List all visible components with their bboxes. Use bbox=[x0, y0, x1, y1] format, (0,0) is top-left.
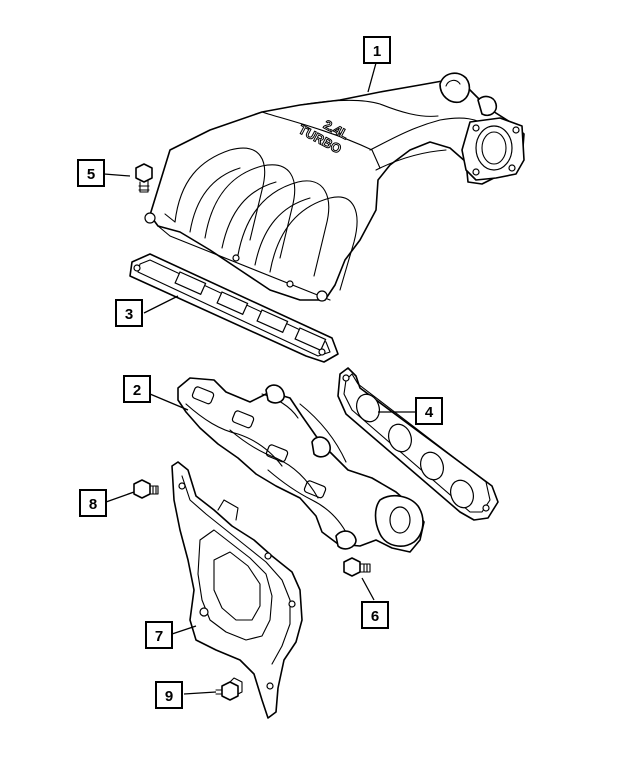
callout-7-label: 7 bbox=[155, 628, 163, 645]
bolt-5 bbox=[135, 163, 153, 193]
bolt-9 bbox=[215, 677, 243, 701]
callout-8: 8 bbox=[79, 489, 107, 517]
callout-1-label: 1 bbox=[373, 43, 381, 60]
leader-lines bbox=[103, 62, 416, 695]
callout-5-label: 5 bbox=[87, 166, 95, 183]
callout-6-label: 6 bbox=[371, 608, 379, 625]
bolt-8 bbox=[133, 479, 159, 499]
callout-1: 1 bbox=[363, 36, 391, 64]
callout-9: 9 bbox=[155, 681, 183, 709]
intake-manifold: 2.4L TURBO bbox=[144, 72, 525, 302]
callout-9-label: 9 bbox=[165, 688, 173, 705]
callout-8-label: 8 bbox=[89, 496, 97, 513]
exhaust-manifold bbox=[177, 377, 425, 553]
callout-4-label: 4 bbox=[425, 404, 434, 421]
callout-4: 4 bbox=[415, 397, 443, 425]
callout-7: 7 bbox=[145, 621, 173, 649]
callout-5: 5 bbox=[77, 159, 105, 187]
callout-2-label: 2 bbox=[133, 382, 141, 399]
callout-3-label: 3 bbox=[125, 306, 133, 323]
exhaust-manifold-gasket bbox=[337, 367, 499, 521]
bolt-6 bbox=[343, 557, 371, 577]
callout-3: 3 bbox=[115, 299, 143, 327]
heat-shield-bracket bbox=[171, 461, 303, 719]
intake-manifold-gasket bbox=[129, 253, 339, 363]
callout-6: 6 bbox=[361, 601, 389, 629]
callout-2: 2 bbox=[123, 375, 151, 403]
